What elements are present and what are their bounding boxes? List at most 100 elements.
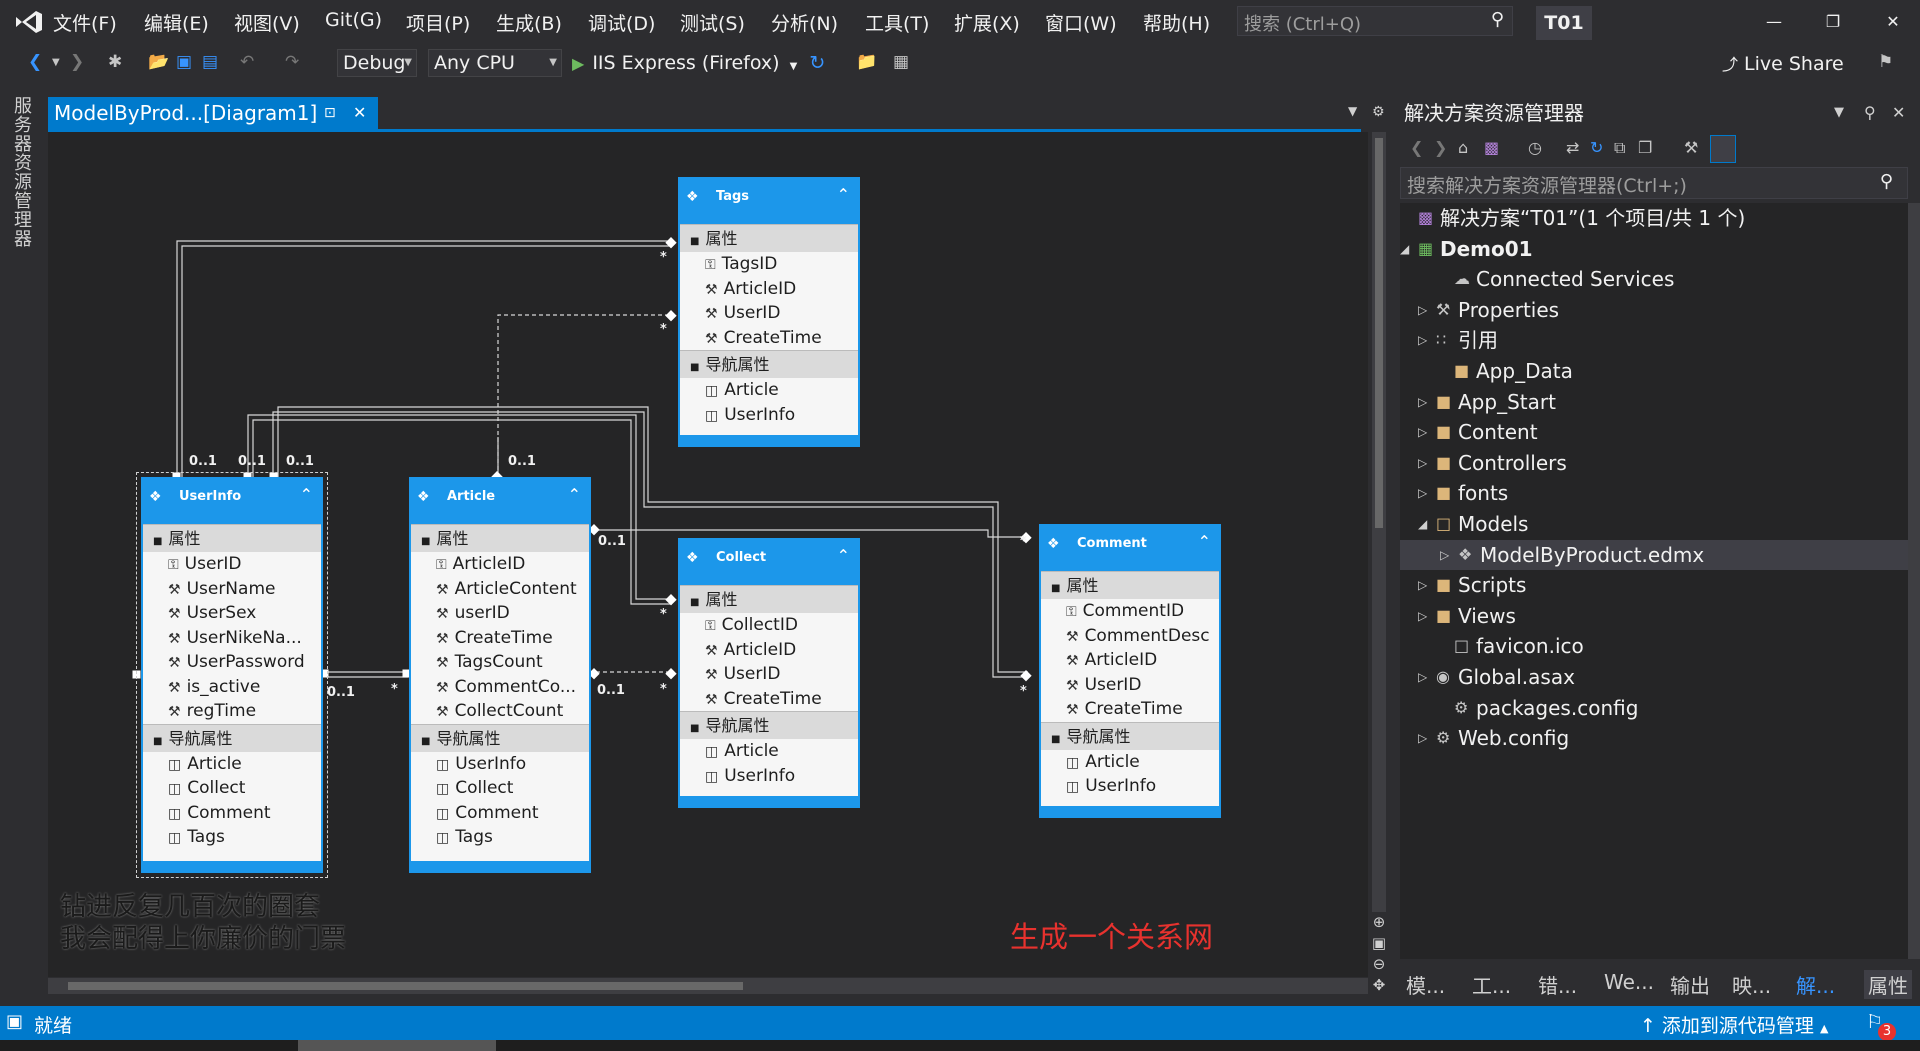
entity-property[interactable]: ⚒UserSex — [143, 601, 321, 626]
zoom-fit-icon[interactable]: ▣ — [1371, 934, 1387, 952]
tab-properties[interactable]: 属性 — [1864, 970, 1912, 999]
diagram-horizontal-scrollbar[interactable] — [48, 978, 1368, 994]
run-debug-button[interactable]: ▶IIS Express (Firefox) ▼ ↻ — [572, 49, 825, 77]
menu-file[interactable]: 文件(F) — [53, 13, 117, 35]
entity-navigation[interactable]: ◫UserInfo — [411, 752, 589, 777]
tab-error-list[interactable]: 错... — [1538, 974, 1578, 998]
expand-arrow-icon[interactable]: ▷ — [1418, 578, 1428, 593]
entity-comment[interactable]: ❖ Comment ⌃ ■属性 ⚿CommentID ⚒CommentDesc … — [1039, 524, 1221, 818]
expand-arrow-icon[interactable]: ▷ — [1418, 731, 1428, 746]
chevron-down-icon[interactable]: ▼ — [52, 57, 60, 68]
entity-property[interactable]: ⚒UserPassword — [143, 650, 321, 675]
entity-property[interactable]: ⚒ArticleContent — [411, 577, 589, 602]
menu-project[interactable]: 项目(P) — [406, 13, 471, 35]
new-project-icon[interactable]: ✱ — [108, 52, 123, 72]
entity-property[interactable]: ⚒CreateTime — [1041, 697, 1219, 722]
feedback-icon[interactable]: ⚑ — [1878, 52, 1894, 72]
save-icon[interactable]: ▣ — [176, 52, 193, 72]
navigation-section-header[interactable]: ■导航属性 — [680, 350, 858, 378]
navigation-section-header[interactable]: ■导航属性 — [411, 723, 589, 752]
entity-navigation[interactable]: ◫Tags — [411, 825, 589, 850]
back-icon[interactable]: ❮ — [1410, 138, 1424, 157]
entity-property[interactable]: ⚒CreateTime — [680, 687, 858, 712]
save-all-icon[interactable]: ▤ — [202, 52, 219, 72]
tree-item[interactable]: ▷■fonts — [1400, 478, 1908, 508]
scrollbar-thumb[interactable] — [1375, 138, 1383, 528]
tree-item[interactable]: ◢□Models — [1400, 509, 1908, 539]
entity-property[interactable]: ⚒CreateTime — [680, 326, 858, 351]
chevron-up-icon[interactable]: ⌃ — [567, 485, 581, 504]
entity-navigation[interactable]: ◫Collect — [411, 776, 589, 801]
entity-property[interactable]: ⚿CollectID — [680, 613, 858, 638]
close-window-button[interactable]: ✕ — [1886, 12, 1900, 31]
close-icon[interactable]: ✕ — [1892, 103, 1906, 122]
menu-edit[interactable]: 编辑(E) — [144, 13, 209, 35]
tree-item[interactable]: □favicon.ico — [1400, 631, 1908, 661]
tab-toolbox[interactable]: 工... — [1472, 974, 1512, 998]
tab-model-browser[interactable]: 模... — [1406, 974, 1446, 998]
tree-item[interactable]: ▷■Content — [1400, 417, 1908, 447]
entity-property[interactable]: ⚒UserID — [1041, 673, 1219, 698]
tree-item[interactable]: ▷◉Global.asax — [1400, 662, 1908, 692]
entity-navigation[interactable]: ◫UserInfo — [680, 403, 858, 428]
entity-header[interactable]: ❖ Collect ⌃ — [680, 540, 858, 585]
entity-navigation[interactable]: ◫Tags — [143, 825, 321, 850]
tree-item[interactable]: ▷■Controllers — [1400, 448, 1908, 478]
tab-web-publish[interactable]: We... — [1604, 970, 1654, 994]
entity-article[interactable]: ❖ Article ⌃ ■属性 ⚿ArticleID ⚒ArticleConte… — [409, 477, 591, 873]
tree-item[interactable]: ▷■Scripts — [1400, 570, 1908, 600]
diagram-vertical-scrollbar[interactable] — [1372, 132, 1386, 912]
notifications-button[interactable]: ⚐ 3 — [1866, 1011, 1896, 1041]
chevron-up-icon[interactable]: ⌃ — [836, 546, 850, 565]
entity-collect[interactable]: ❖ Collect ⌃ ■属性 ⚿CollectID ⚒ArticleID ⚒U… — [678, 538, 860, 808]
switch-views-icon[interactable]: ▩ — [1484, 138, 1500, 157]
solution-platform-select[interactable]: Any CPU ▼ — [428, 49, 562, 77]
scrollbar-thumb[interactable] — [68, 982, 743, 990]
open-folder-icon[interactable]: 📁 — [856, 52, 878, 72]
tree-item[interactable]: ⚙packages.config — [1400, 693, 1908, 723]
expand-arrow-icon[interactable]: ▷ — [1418, 608, 1428, 623]
tree-item[interactable]: ☁Connected Services — [1400, 264, 1908, 294]
properties-section-header[interactable]: ■属性 — [411, 524, 589, 552]
quick-search-input[interactable]: 搜索 (Ctrl+Q) ⚲ — [1237, 6, 1513, 36]
entity-property[interactable]: ⚒CreateTime — [411, 626, 589, 651]
menu-build[interactable]: 生成(B) — [496, 13, 562, 35]
entity-property[interactable]: ⚿ArticleID — [411, 552, 589, 577]
menu-window[interactable]: 窗口(W) — [1045, 13, 1117, 35]
chevron-down-icon[interactable]: ▼ — [1348, 104, 1358, 118]
navigation-section-header[interactable]: ■导航属性 — [1041, 721, 1219, 750]
pin-icon[interactable]: ⊡ — [324, 105, 336, 121]
expand-arrow-icon[interactable]: ▷ — [1418, 302, 1428, 317]
expand-arrow-icon[interactable]: ▷ — [1418, 670, 1428, 684]
show-all-files-icon[interactable]: ❐ — [1638, 138, 1653, 157]
expand-arrow-icon[interactable]: ▷ — [1418, 455, 1428, 470]
entity-navigation[interactable]: ◫Comment — [143, 801, 321, 826]
server-explorer-tab[interactable]: 服务器资源管理器 — [11, 96, 32, 248]
entity-property[interactable]: ⚒UserID — [680, 662, 858, 687]
gear-icon[interactable]: ⚙ — [1372, 104, 1385, 120]
entity-header[interactable]: ❖ UserInfo ⌃ — [143, 479, 321, 524]
undo-icon[interactable]: ↶ — [240, 52, 255, 72]
live-share-button[interactable]: ⤴Live Share — [1722, 51, 1844, 75]
tree-item[interactable]: ▷■App_Start — [1400, 387, 1908, 417]
tab-mapping-details[interactable]: 映... — [1732, 974, 1772, 998]
entity-property[interactable]: ⚿TagsID — [680, 252, 858, 277]
entity-property[interactable]: ⚒ArticleID — [680, 638, 858, 663]
entity-property[interactable]: ⚒CollectCount — [411, 699, 589, 724]
properties-section-header[interactable]: ■属性 — [680, 224, 858, 252]
entity-property[interactable]: ⚒is_active — [143, 675, 321, 700]
preview-toggle-button[interactable] — [1710, 135, 1736, 163]
tree-item[interactable]: ◢▦Demo01 — [1400, 234, 1908, 264]
expand-arrow-icon[interactable]: ▷ — [1418, 425, 1428, 440]
navigate-forward-icon[interactable]: ❯ — [70, 52, 85, 72]
tab-output[interactable]: 输出 — [1670, 974, 1710, 998]
entity-navigation[interactable]: ◫UserInfo — [680, 764, 858, 789]
properties-section-header[interactable]: ■属性 — [143, 524, 321, 552]
add-to-source-control-button[interactable]: ↑添加到源代码管理▲ — [1640, 1011, 1828, 1038]
entity-header[interactable]: ❖ Article ⌃ — [411, 479, 589, 524]
entity-navigation[interactable]: ◫Article — [680, 378, 858, 403]
entity-property[interactable]: ⚒userID — [411, 601, 589, 626]
document-tab[interactable]: ModelByProd...[Diagram1] ⊡ ✕ — [48, 97, 378, 129]
collapse-all-icon[interactable]: ⧉ — [1614, 138, 1626, 157]
solution-explorer-search-input[interactable]: 搜索解决方案资源管理器(Ctrl+;) ⚲ — [1400, 167, 1908, 199]
